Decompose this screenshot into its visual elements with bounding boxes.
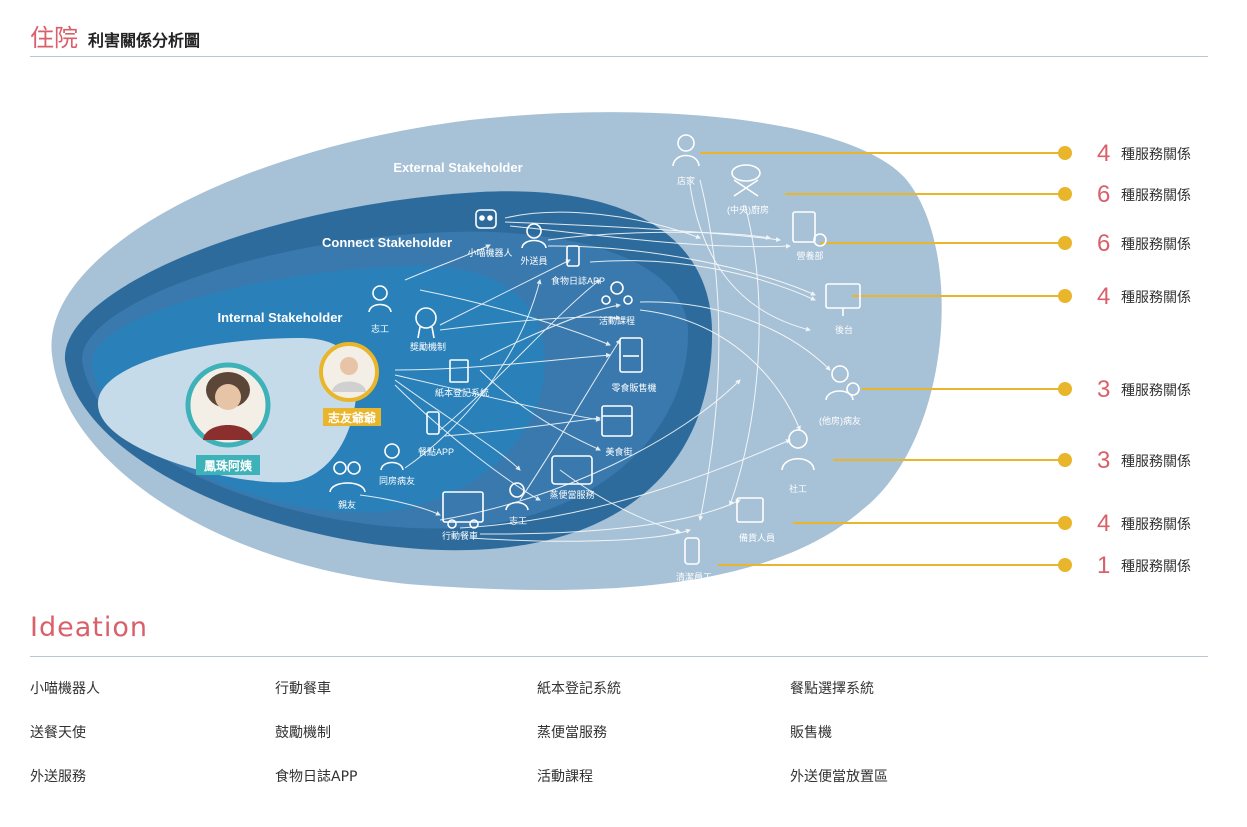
paper-reg-icon [449, 359, 469, 383]
food-truck-icon [442, 491, 484, 523]
idea-item: 紙本登記系統 [537, 681, 621, 697]
stakeholder-nodes: 小喵機器人 外送員 食物日誌APP 志工 獎勵機制 紙本登記系統 活動課程 零食… [329, 134, 861, 582]
companion-body-icon [332, 381, 366, 392]
companion-face-icon [340, 357, 358, 375]
node-vending: 零食販售機 [611, 382, 656, 393]
companion-name: 志友爺爺 [328, 410, 377, 425]
ideation-title: Ideation [30, 612, 148, 643]
internal-label: Internal Stakeholder [218, 310, 343, 325]
food-court-icon [601, 405, 633, 437]
relation-lines [700, 152, 1065, 566]
page-header: 住院 利害關係分析圖 [30, 18, 200, 53]
node-cleaner: 清潔員工 [676, 571, 712, 582]
idea-item: 販售機 [790, 725, 832, 741]
idea-item: 食物日誌APP [275, 769, 358, 785]
idea-item: 行動餐車 [275, 681, 331, 697]
relation-6-num: 3 [1097, 447, 1110, 474]
node-food-truck: 行動餐車 [442, 530, 478, 541]
main-name-tag [196, 455, 260, 475]
stakeholder-diagram: External Stakeholder Connect Stakeholder… [51, 112, 1191, 591]
companion-name-tag [323, 408, 381, 426]
idea-item: 外送服務 [30, 769, 86, 785]
external-label: External Stakeholder [393, 160, 522, 175]
main-persona: 鳳珠阿姨 [185, 362, 271, 475]
ideation-divider [30, 656, 1208, 657]
relation-dots [1058, 146, 1072, 572]
kitchen-icon [731, 164, 761, 182]
nutrition-icon [792, 211, 816, 243]
relation-1-label: 種服務關係 [1121, 146, 1191, 162]
other-patients-icon [831, 365, 849, 383]
node-meal-app: 餐點APP [418, 446, 454, 457]
social-worker-icon [788, 429, 808, 449]
relation-2-label: 種服務關係 [1121, 187, 1191, 203]
node-nutrition: 營養部 [796, 250, 823, 261]
relation-labels: 4 種服務關係 6 種服務關係 6 種服務關係 4 種服務關係 3 種服務關係 … [1097, 140, 1191, 579]
main-face-icon [215, 384, 241, 410]
robot-icon [475, 209, 497, 229]
vending-icon [619, 337, 643, 373]
connect-label: Connect Stakeholder [322, 235, 452, 250]
page-subtitle: 利害關係分析圖 [88, 31, 201, 50]
relation-7-label: 種服務關係 [1121, 516, 1191, 532]
node-reward: 獎勵機制 [410, 341, 446, 352]
family-icon [333, 461, 347, 475]
relation-2-num: 6 [1097, 181, 1110, 208]
node-social-worker: 社工 [789, 483, 807, 494]
idea-item: 外送便當放置區 [790, 769, 888, 785]
node-activity: 活動課程 [599, 315, 635, 326]
node-food-app: 食物日誌APP [551, 275, 605, 286]
food-app-icon [566, 245, 580, 267]
main-name: 鳳珠阿姨 [204, 458, 253, 473]
store-icon [677, 134, 695, 152]
idea-item: 蒸便當服務 [537, 725, 607, 741]
relation-1-num: 4 [1097, 140, 1110, 167]
cleaner-icon [684, 537, 700, 565]
node-steam: 蒸便當服務 [549, 489, 594, 500]
relation-6-label: 種服務關係 [1121, 453, 1191, 469]
main-body-icon [203, 425, 253, 440]
reward-icon [415, 307, 437, 329]
idea-item: 活動課程 [537, 769, 593, 785]
node-backend: 後台 [835, 324, 853, 335]
volunteer-b-icon [509, 482, 525, 498]
node-store: 店家 [677, 175, 695, 186]
volunteer-a-icon [372, 285, 388, 301]
node-delivery-man: 外送員 [520, 255, 547, 266]
relation-5-num: 3 [1097, 376, 1110, 403]
relation-8-num: 1 [1097, 552, 1110, 579]
idea-item: 餐點選擇系統 [790, 681, 874, 697]
page-title: 住院 [30, 24, 78, 52]
header-divider [30, 56, 1208, 57]
relation-4-label: 種服務關係 [1121, 289, 1191, 305]
idea-item: 小喵機器人 [30, 681, 100, 697]
preparer-icon [736, 497, 764, 523]
node-volunteer-b: 志工 [509, 515, 527, 526]
node-family: 親友 [338, 499, 356, 510]
companion-persona: 志友爺爺 [319, 342, 381, 426]
relation-3-label: 種服務關係 [1121, 236, 1191, 252]
node-robot: 小喵機器人 [467, 247, 512, 258]
node-roommate: 同房病友 [379, 475, 415, 486]
roommate-icon [384, 443, 400, 459]
idea-item: 送餐天使 [30, 725, 86, 741]
node-other-patients: (他房)病友 [819, 415, 861, 426]
steam-icon [551, 455, 593, 485]
relation-8-label: 種服務關係 [1121, 558, 1191, 574]
meal-app-icon [426, 411, 440, 435]
node-preparer: 備貨人員 [739, 532, 775, 543]
node-food-court: 美食街 [605, 446, 632, 457]
relation-5-label: 種服務關係 [1121, 382, 1191, 398]
relation-4-num: 4 [1097, 283, 1110, 310]
relation-7-num: 4 [1097, 510, 1110, 537]
node-paper-reg: 紙本登記系統 [435, 387, 489, 398]
relation-3-num: 6 [1097, 230, 1110, 257]
delivery-man-icon [526, 223, 542, 239]
node-kitchen: (中央)廚房 [727, 204, 769, 215]
node-volunteer-a: 志工 [371, 323, 389, 334]
connection-arrows [359, 179, 831, 542]
activity-icon [610, 281, 624, 295]
idea-item: 鼓勵機制 [275, 725, 331, 741]
